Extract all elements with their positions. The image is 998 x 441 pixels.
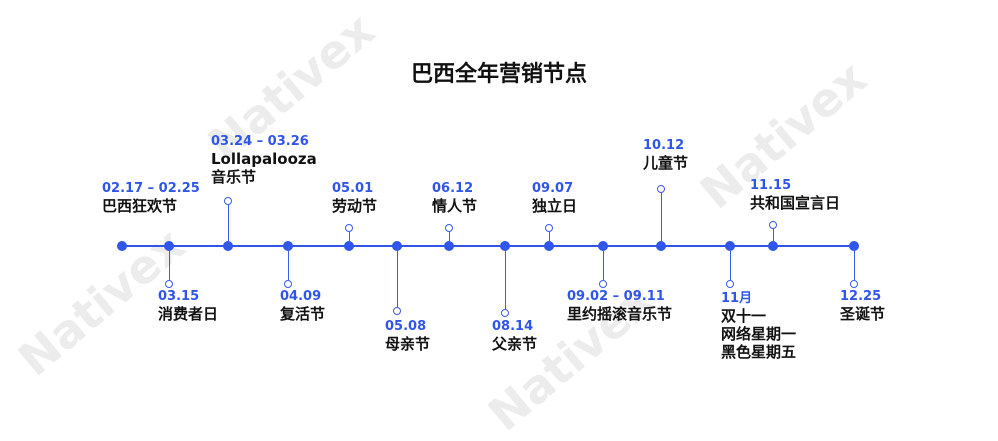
event-date: 04.09 xyxy=(280,289,322,304)
event-date: 09.02 – 09.11 xyxy=(567,289,665,304)
event-name: 黑色星期五 xyxy=(721,343,797,361)
timeline-dot xyxy=(444,241,454,251)
event-name: 母亲节 xyxy=(385,335,431,353)
timeline-dot xyxy=(656,241,666,251)
event-name: 儿童节 xyxy=(643,154,689,172)
event-name: 复活节 xyxy=(280,305,326,323)
event-date: 10.12 xyxy=(643,138,685,153)
event-date: 06.12 xyxy=(432,181,474,196)
timeline-dot xyxy=(768,241,778,251)
connector-line xyxy=(227,205,229,246)
connector-ring xyxy=(849,280,858,288)
timeline-dot xyxy=(223,241,233,251)
connector-line xyxy=(729,246,731,280)
event-name: 巴西狂欢节 xyxy=(102,197,178,215)
timeline-dot xyxy=(344,241,354,251)
connector-ring xyxy=(444,224,453,232)
connector-line xyxy=(772,229,774,246)
event-name: 情人节 xyxy=(432,197,478,215)
event-name: 独立日 xyxy=(532,197,578,215)
event-date: 03.24 – 03.26 xyxy=(211,134,309,149)
connector-ring xyxy=(164,280,173,288)
event-name: 音乐节 xyxy=(211,168,257,186)
event-date: 12.25 xyxy=(840,289,882,304)
event-date: 08.14 xyxy=(492,319,534,334)
connector-line xyxy=(660,193,662,246)
connector-line xyxy=(602,246,604,280)
connector-ring xyxy=(598,280,607,288)
connector-ring xyxy=(725,280,734,288)
event-name: 网络星期一 xyxy=(721,325,797,343)
event-date: 11.15 xyxy=(750,178,792,193)
event-name: 消费者日 xyxy=(158,305,219,323)
connector-line xyxy=(853,246,855,280)
event-date: 09.07 xyxy=(532,181,574,196)
connector-ring xyxy=(500,309,509,317)
event-name: 父亲节 xyxy=(492,335,538,353)
connector-ring xyxy=(283,280,292,288)
connector-line xyxy=(448,232,450,246)
page-title: 巴西全年营销节点 xyxy=(410,62,587,87)
connector-ring xyxy=(344,224,353,232)
event-date: 05.01 xyxy=(332,181,374,196)
event-name: Lollapalooza xyxy=(211,150,317,168)
event-date: 03.15 xyxy=(158,289,200,304)
event-name: 双十一 xyxy=(721,307,767,325)
timeline-axis xyxy=(122,245,854,247)
event-name: 共和国宣言日 xyxy=(750,194,841,212)
event-name: 圣诞节 xyxy=(840,305,886,323)
event-date: 02.17 – 02.25 xyxy=(102,181,200,196)
connector-line xyxy=(168,246,170,280)
timeline-dot xyxy=(544,241,554,251)
connector-ring xyxy=(223,197,232,205)
connector-line xyxy=(504,246,506,309)
connector-line xyxy=(548,232,550,246)
event-date: 05.08 xyxy=(385,319,427,334)
timeline-dot xyxy=(117,241,127,251)
connector-ring xyxy=(768,221,777,229)
event-date: 11月 xyxy=(721,291,753,306)
connector-ring xyxy=(656,185,665,193)
event-name: 劳动节 xyxy=(332,197,378,215)
connector-line xyxy=(396,246,398,307)
connector-line xyxy=(348,232,350,246)
event-label: 11月双十一网络星期一黑色星期五 xyxy=(721,290,796,361)
connector-line xyxy=(287,246,289,280)
connector-ring xyxy=(544,224,553,232)
event-name: 里约摇滚音乐节 xyxy=(567,305,673,323)
connector-ring xyxy=(392,307,401,315)
